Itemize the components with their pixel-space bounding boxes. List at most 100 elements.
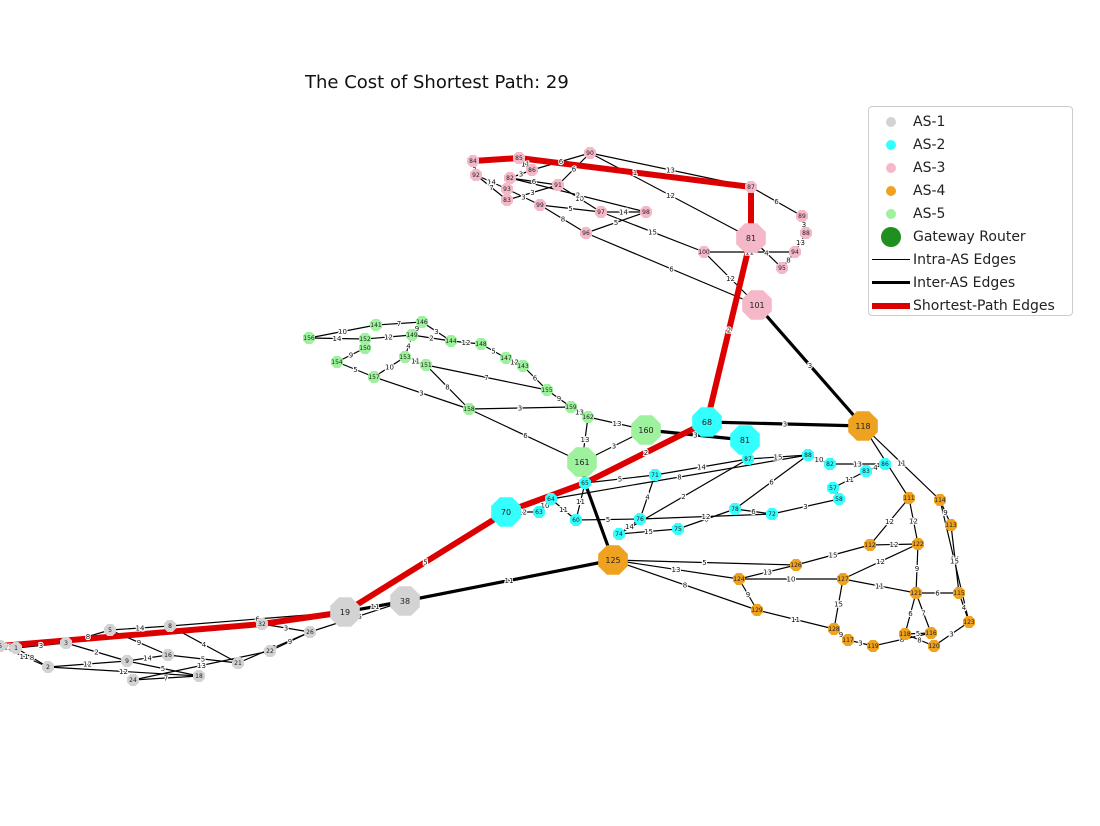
- router-node-158: 158: [463, 403, 475, 415]
- legend-marker: [869, 133, 913, 156]
- intra-as-edge: [550, 454, 809, 500]
- shortest-path-edge: [342, 509, 509, 615]
- node-label: 32: [258, 621, 266, 628]
- router-node-26: 26: [304, 626, 316, 638]
- node-marker: [541, 384, 553, 396]
- node-marker: [10, 642, 22, 654]
- edge-weight-label: 8: [445, 384, 449, 392]
- edge-weight-label: 5: [916, 630, 920, 638]
- edge-weight-label: 9: [746, 591, 750, 599]
- node-label: 101: [749, 301, 764, 310]
- node-label: 65: [581, 480, 589, 487]
- edge-weight-label: 11: [371, 603, 380, 611]
- edge-weight-label: 15: [834, 601, 843, 609]
- node-marker: [304, 626, 316, 638]
- legend-item: Shortest-Path Edges: [869, 294, 1072, 317]
- node-marker: [842, 634, 854, 646]
- node-marker: [579, 477, 591, 489]
- edge-weight-label: 8: [917, 637, 921, 645]
- node-label: 6: [0, 643, 2, 650]
- node-label: 151: [420, 362, 432, 369]
- intra-as-edge: [939, 499, 970, 623]
- node-label: 57: [829, 485, 837, 492]
- node-label: 87: [744, 456, 752, 463]
- edge-weight-label: 8: [561, 216, 565, 224]
- router-node-18: 18: [193, 670, 205, 682]
- node-label: 126: [790, 562, 802, 569]
- edge-weight-label: 4: [645, 494, 650, 502]
- node-marker: [925, 627, 937, 639]
- router-node-85: 85: [513, 152, 525, 164]
- intra-as-edge: [373, 376, 470, 410]
- intra-as-edge: [677, 508, 736, 530]
- node-marker: [945, 519, 957, 531]
- edge-weight-label: 3: [530, 189, 534, 197]
- node-label: 81: [746, 234, 756, 243]
- intra-as-edge: [795, 544, 871, 566]
- intra-as-edge: [908, 497, 919, 545]
- edge-weight-label: 14: [333, 335, 342, 343]
- router-node-148: 148: [475, 338, 487, 350]
- edge-weight-label: 2: [429, 335, 433, 343]
- node-label: 161: [574, 458, 589, 467]
- edge-weight-label: 4: [764, 250, 769, 258]
- edge-weight-label: 13: [666, 167, 675, 175]
- node-label: 89: [798, 213, 806, 220]
- router-node-121: 121: [910, 587, 922, 599]
- edge-weight-label: 12: [666, 192, 675, 200]
- legend-marker: [869, 202, 913, 225]
- intra-as-edge: [585, 211, 647, 234]
- node-marker: [867, 640, 879, 652]
- node-label: 72: [768, 511, 776, 518]
- edge-weight-label: 10: [338, 328, 347, 336]
- router-node-115: 115: [953, 587, 965, 599]
- router-node-156: 156: [303, 332, 315, 344]
- gateway-router-node-161: 161: [567, 447, 597, 477]
- edge-weight-label: 14: [136, 625, 145, 633]
- node-label: 88: [804, 452, 812, 459]
- node-marker: [910, 587, 922, 599]
- intra-as-edge: [468, 406, 572, 410]
- edge-weight-label: 11: [875, 583, 884, 591]
- edge-weight-label: 9: [943, 509, 947, 517]
- intra-as-edge: [557, 152, 591, 186]
- edge-weight-label: 6: [559, 158, 564, 166]
- gateway-router-node-160: 160: [631, 415, 661, 445]
- router-node-21: 21: [232, 657, 244, 669]
- router-node-94: 94: [789, 246, 801, 258]
- edge-weight-label: 11: [505, 577, 514, 585]
- edge-weight-label: 13: [796, 239, 805, 247]
- node-label: 91: [554, 182, 562, 189]
- node-marker: [475, 338, 487, 350]
- router-node-87: 87: [742, 453, 754, 465]
- intra-as-edge: [411, 334, 452, 342]
- node-label: 159: [565, 404, 577, 411]
- intra-as-edge: [126, 654, 169, 662]
- node-label: 71: [651, 472, 659, 479]
- router-node-120: 120: [928, 640, 940, 652]
- edge-weight-label: 10: [815, 456, 824, 464]
- router-node-90: 90: [584, 147, 596, 159]
- router-node-75: 75: [672, 523, 684, 535]
- node-marker: [193, 670, 205, 682]
- edge-weight-label: 5: [614, 219, 618, 227]
- node-label: 150: [359, 345, 371, 352]
- node-label: 63: [535, 509, 543, 516]
- intra-as-edge: [47, 660, 128, 668]
- node-label: 24: [129, 677, 137, 684]
- node-marker: [928, 640, 940, 652]
- shortest-path-edge: [582, 419, 710, 486]
- router-node-2: 2: [42, 661, 54, 673]
- inter-as-edge: [705, 420, 865, 428]
- edge-weight-label: 3: [434, 328, 438, 336]
- router-node-60: 60: [570, 514, 582, 526]
- node-label: 16: [164, 652, 172, 659]
- edge-weight-label: 6: [523, 432, 528, 440]
- node-label: 2: [46, 664, 50, 671]
- legend-item: AS-4: [869, 179, 1072, 202]
- node-marker: [837, 573, 849, 585]
- edge-weight-label: 6: [769, 479, 774, 487]
- node-label: 21: [234, 660, 242, 667]
- node-label: 74: [615, 531, 623, 538]
- intra-as-edge: [126, 660, 200, 677]
